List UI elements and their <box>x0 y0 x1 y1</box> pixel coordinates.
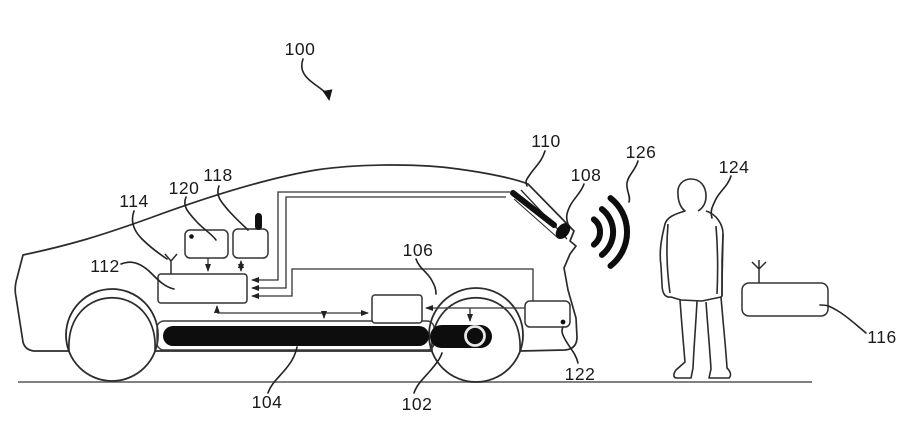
wireless-signal-icon <box>590 195 630 269</box>
leader-100 <box>300 58 333 101</box>
ref-label-116: 116 <box>867 327 896 347</box>
module-box-120 <box>184 229 229 259</box>
hatch-window-edge <box>513 198 559 239</box>
ref-label-106: 106 <box>403 240 434 260</box>
rear-wheel <box>428 287 524 383</box>
wire-sensor-to-controller-1 <box>251 191 510 283</box>
leader-102 <box>413 352 443 394</box>
ref-label-120: 120 <box>169 178 200 198</box>
wire-module122-to-controller <box>251 268 534 301</box>
leader-lines <box>120 58 867 394</box>
module-box-122 <box>524 300 571 328</box>
vehicle-outline <box>14 164 578 352</box>
leader-114 <box>131 210 168 260</box>
rear-sensor-strip <box>510 190 557 228</box>
box122-indicator-dot <box>560 319 566 325</box>
person-right-arm-line <box>715 225 719 295</box>
person-left-arm-line <box>666 223 671 294</box>
person-right-leg <box>705 296 732 379</box>
ref-label-118: 118 <box>203 165 232 185</box>
ref-label-112: 112 <box>90 256 119 276</box>
person-head-torso <box>659 178 724 302</box>
leader-104 <box>267 346 298 394</box>
leader-118 <box>217 185 249 231</box>
battery-pack <box>163 326 429 346</box>
leader-106 <box>415 258 437 295</box>
leader-112 <box>120 261 175 290</box>
wiring-harness <box>205 191 534 322</box>
controller-box-112 <box>157 273 248 304</box>
ref-label-108: 108 <box>571 165 602 185</box>
remote-device-box-116 <box>741 282 829 317</box>
ref-label-100: 100 <box>285 39 316 59</box>
ref-label-104: 104 <box>252 392 283 412</box>
ref-label-124: 124 <box>719 157 750 177</box>
component-boxes <box>157 228 829 328</box>
person-silhouette <box>659 178 732 379</box>
leader-126 <box>626 160 639 203</box>
wire-sensor-to-controller-2 <box>251 196 506 291</box>
leader-108 <box>565 183 585 225</box>
box120-indicator-dot <box>189 234 194 239</box>
module-box-106 <box>371 294 423 324</box>
ref-label-114: 114 <box>119 191 148 211</box>
leader-124 <box>710 175 732 219</box>
controller-antenna-icon <box>164 253 178 274</box>
leader-120 <box>184 196 217 241</box>
person-left-leg <box>673 299 698 379</box>
leader-116 <box>819 304 867 334</box>
rear-transceiver-blob <box>555 223 571 239</box>
box118-antenna-stub-icon <box>255 213 262 230</box>
wheel-motor <box>430 325 492 348</box>
ref-label-122: 122 <box>565 364 596 384</box>
ref-label-110: 110 <box>531 131 560 151</box>
reference-numerals: 100 110 108 126 124 116 122 102 104 106 … <box>90 39 896 414</box>
motor-hub-ring <box>464 325 486 347</box>
ref-label-102: 102 <box>402 394 433 414</box>
remote-device-antenna-icon <box>751 260 767 283</box>
leader-110 <box>525 150 546 187</box>
ref-label-126: 126 <box>626 142 657 162</box>
module-box-118 <box>232 228 269 259</box>
person-right-side <box>721 233 724 297</box>
front-wheel <box>65 288 159 382</box>
leader-122 <box>561 326 579 364</box>
